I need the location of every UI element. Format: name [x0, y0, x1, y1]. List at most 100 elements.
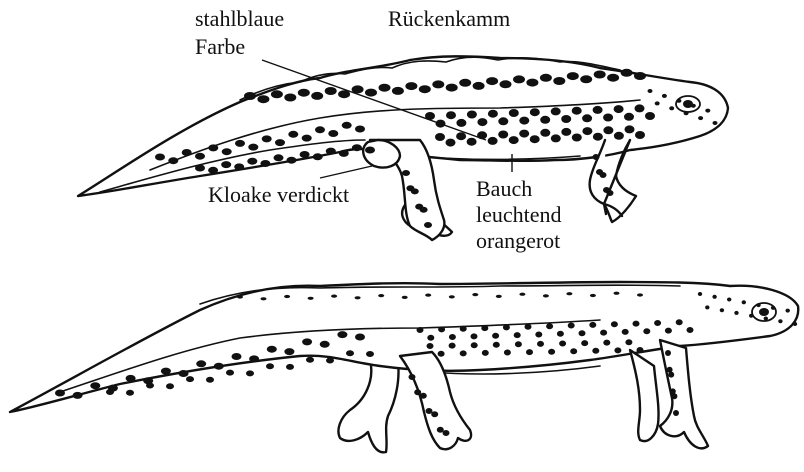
- skin-spot: [234, 163, 244, 170]
- skin-spot: [492, 333, 499, 339]
- skin-spot: [676, 319, 683, 325]
- skin-spot: [267, 346, 277, 353]
- skin-spot: [437, 427, 444, 433]
- female-front-leg: [660, 340, 708, 448]
- skin-spot: [756, 303, 760, 307]
- skin-spot: [793, 322, 797, 326]
- skin-spot: [551, 107, 561, 115]
- skin-spot: [449, 295, 455, 298]
- label-belly-line1: Bauch: [476, 176, 532, 201]
- skin-spot: [446, 84, 458, 92]
- skin-spot: [496, 295, 502, 298]
- skin-spot: [488, 110, 498, 118]
- skin-spot: [459, 79, 471, 87]
- skin-spot: [438, 351, 445, 357]
- skin-spot: [481, 325, 488, 331]
- skin-spot: [662, 94, 667, 98]
- skin-spot: [326, 358, 334, 364]
- skin-spot: [643, 328, 650, 334]
- skin-spot: [582, 127, 592, 135]
- skin-spot: [625, 125, 635, 133]
- skin-spot: [698, 292, 702, 296]
- label-steel-blue-line1: stahlblaue: [195, 6, 284, 31]
- skin-spot: [471, 342, 478, 348]
- skin-spot: [182, 149, 192, 156]
- skin-spot: [339, 150, 349, 157]
- male-eye-icon: [676, 96, 700, 112]
- skin-spot: [498, 117, 508, 125]
- skin-spot: [208, 167, 218, 174]
- skin-spot: [331, 295, 337, 298]
- skin-spot: [426, 408, 433, 414]
- skin-spot: [284, 348, 294, 355]
- skin-spot: [405, 82, 417, 90]
- female-newt: [10, 282, 798, 452]
- skin-spot: [355, 126, 365, 133]
- skin-spot: [262, 135, 272, 142]
- skin-spot: [460, 326, 467, 332]
- skin-spot: [568, 323, 575, 329]
- skin-spot: [320, 341, 330, 348]
- skin-spot: [712, 295, 716, 299]
- skin-spot: [456, 132, 466, 140]
- female-front-leg-far: [630, 350, 659, 441]
- skin-spot: [308, 297, 314, 300]
- skin-spot: [244, 92, 256, 100]
- skin-spot: [771, 306, 775, 310]
- skin-spot: [456, 119, 466, 127]
- skin-spot: [221, 161, 231, 168]
- skin-spot: [126, 375, 136, 382]
- skin-spot: [378, 294, 384, 297]
- skin-spot: [665, 328, 672, 334]
- skin-spot: [713, 121, 718, 125]
- skin-spot: [313, 153, 323, 160]
- skin-spot: [622, 329, 629, 335]
- skin-spot: [500, 80, 512, 88]
- skin-spot: [570, 348, 577, 354]
- skin-spot: [509, 109, 519, 117]
- skin-spot: [727, 298, 731, 302]
- label-belly-line3: orangerot: [476, 228, 560, 253]
- skin-spot: [720, 308, 724, 312]
- skin-spot: [530, 135, 540, 143]
- skin-spot: [614, 105, 624, 113]
- skin-spot: [420, 207, 428, 213]
- skin-spot: [473, 82, 485, 90]
- skin-spot: [306, 357, 314, 363]
- skin-spot: [477, 118, 487, 126]
- skin-spot: [742, 300, 746, 304]
- skin-spot: [559, 341, 566, 347]
- skin-spot: [705, 305, 709, 309]
- skin-spot: [600, 330, 607, 336]
- skin-spot: [311, 92, 323, 100]
- skin-spot: [431, 411, 438, 417]
- skin-spot: [247, 158, 257, 165]
- skin-spot: [633, 321, 640, 327]
- skin-spot: [435, 133, 445, 141]
- skin-spot: [611, 321, 618, 327]
- skin-spot: [498, 131, 508, 139]
- skin-spot: [155, 154, 165, 161]
- skin-spot: [614, 347, 621, 353]
- skin-spot: [326, 148, 336, 155]
- skin-spot: [589, 322, 596, 328]
- skin-spot: [673, 410, 679, 416]
- skin-spot: [411, 188, 419, 194]
- skin-spot: [561, 128, 571, 136]
- skin-spot: [472, 293, 478, 296]
- skin-spot: [417, 327, 424, 333]
- skin-spot: [669, 106, 674, 110]
- skin-spot: [635, 104, 645, 112]
- skin-spot: [365, 89, 377, 97]
- skin-spot: [246, 370, 254, 376]
- skin-spot: [90, 382, 100, 389]
- skin-spot: [624, 113, 634, 121]
- skin-spot: [287, 157, 297, 164]
- skin-spot: [593, 154, 600, 160]
- skin-spot: [614, 132, 624, 140]
- skin-spot: [705, 109, 710, 113]
- skin-spot: [572, 134, 582, 142]
- skin-spot: [237, 295, 243, 298]
- skin-spot: [687, 327, 694, 333]
